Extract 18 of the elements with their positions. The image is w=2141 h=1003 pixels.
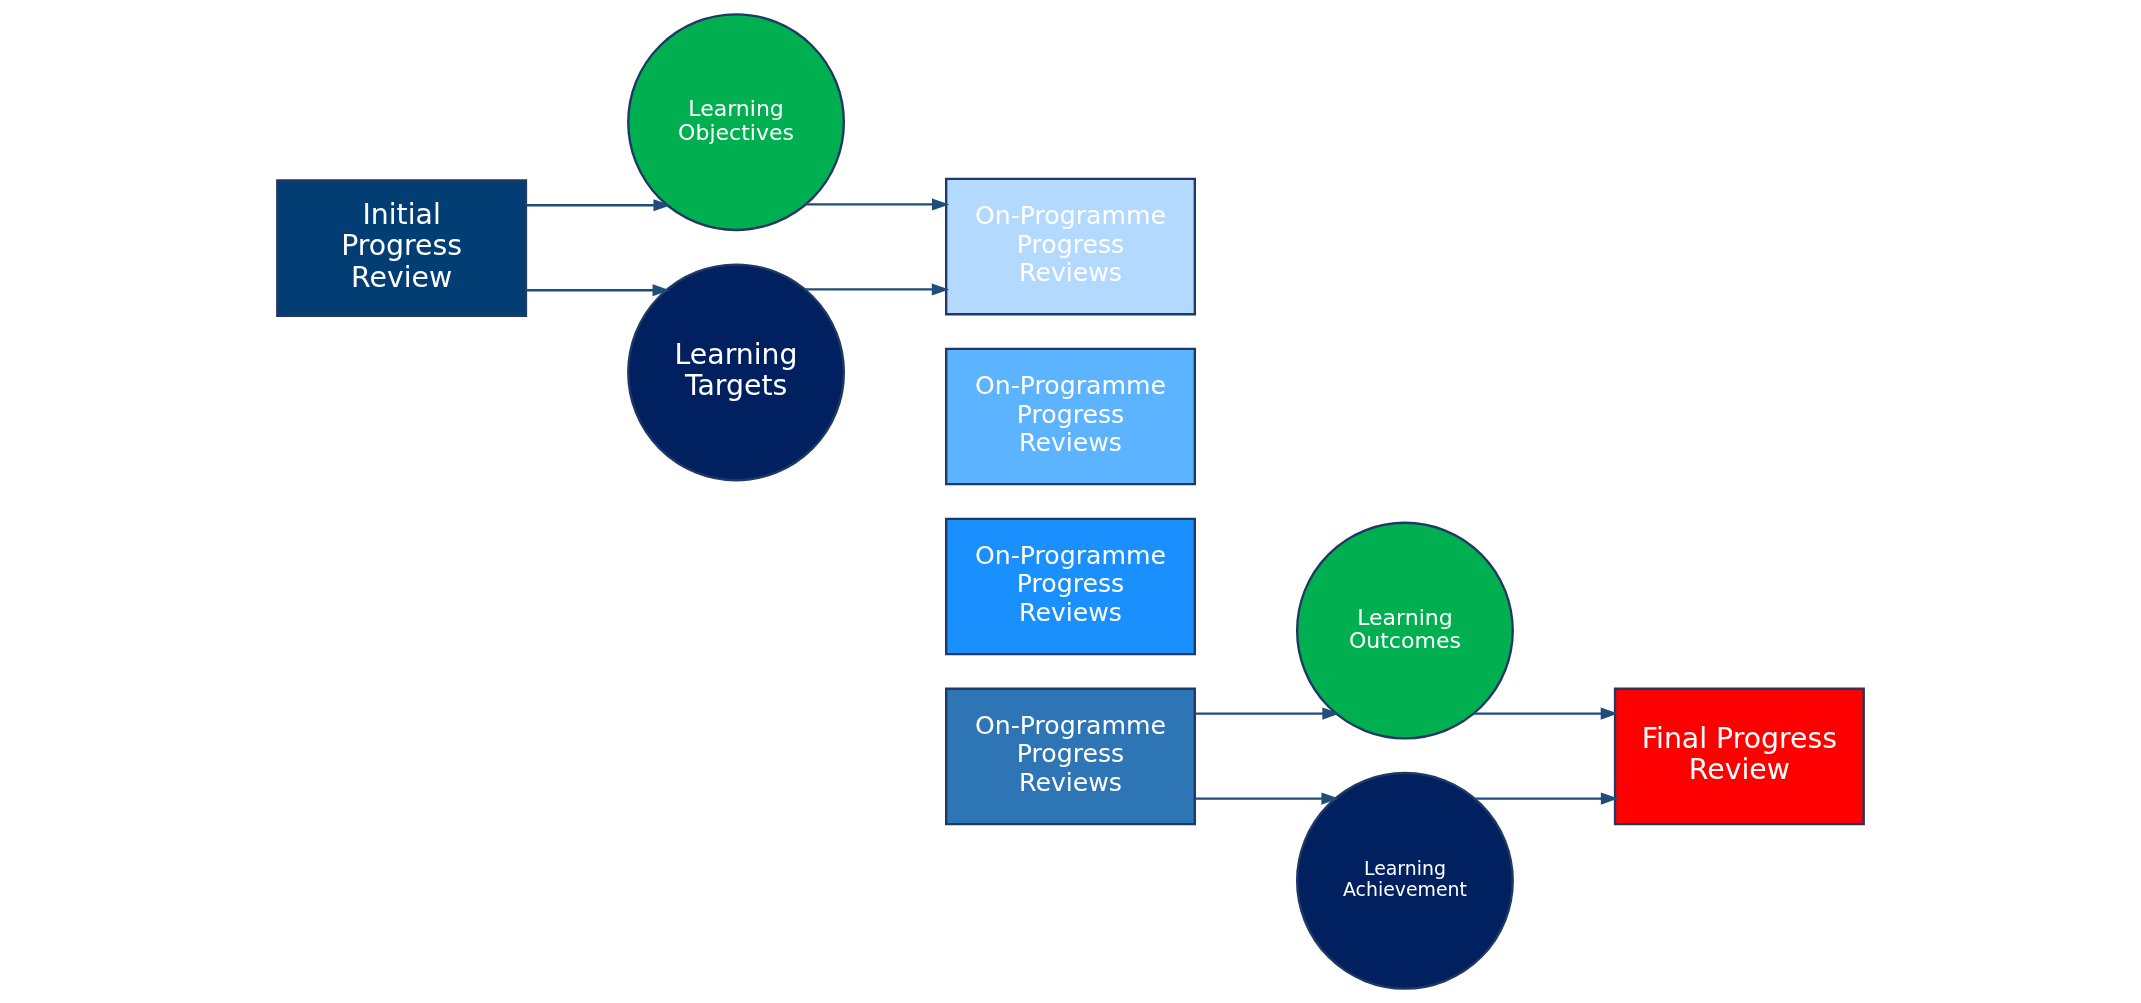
arrow (526, 284, 670, 297)
node-circle: Learning Targets (627, 263, 846, 482)
arrow (806, 198, 950, 211)
arrow (1195, 792, 1339, 805)
arrow (1473, 707, 1619, 720)
node-box: Initial Progress Review (276, 179, 528, 317)
node-circle: Learning Achievement (1295, 771, 1514, 990)
node-circle: Learning Objectives (627, 13, 846, 232)
node-box: On-Programme Progress Reviews (945, 347, 1196, 486)
node-circle: Learning Outcomes (1295, 521, 1514, 740)
node-box: On-Programme Progress Reviews (945, 177, 1196, 316)
node-box: On-Programme Progress Reviews (945, 687, 1196, 826)
node-box: On-Programme Progress Reviews (945, 517, 1196, 656)
arrow (526, 199, 671, 212)
arrow (804, 283, 950, 296)
node-box: Final Progress Review (1613, 687, 1865, 826)
arrow (1475, 792, 1619, 805)
arrow (1195, 707, 1340, 720)
